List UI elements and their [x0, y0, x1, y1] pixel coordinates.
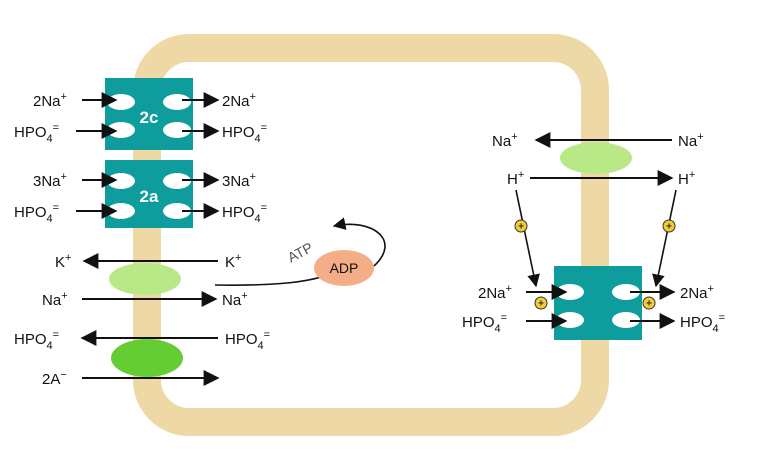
- pump-na-out-label: Na+: [222, 290, 248, 309]
- plus-circle-icon: +: [662, 219, 676, 233]
- plus-circle-icon: +: [534, 296, 548, 310]
- svg-text:+: +: [666, 222, 672, 233]
- right-right-label-2: HPO4=: [680, 312, 725, 335]
- t2a-left-in-2: HPO4=: [14, 202, 59, 225]
- cell-membrane: [133, 34, 609, 436]
- exchanger-na-right-label: Na+: [678, 131, 704, 150]
- transporter-2c: 2c: [105, 78, 193, 150]
- transporter-2c-label: 2c: [140, 108, 159, 127]
- na-k-pump: [109, 263, 181, 295]
- pump-k-in-label: K+: [225, 252, 241, 271]
- atp-label: ATP: [285, 239, 316, 265]
- transporter-2a-label: 2a: [140, 187, 159, 206]
- na-h-exchanger: [560, 142, 632, 174]
- anion-label: 2A−: [42, 369, 67, 388]
- t2c-left-in-2: HPO4=: [14, 122, 59, 145]
- t2c-right-out-2: HPO4=: [222, 122, 267, 145]
- anion-channel: [111, 339, 183, 377]
- adp-label: ADP: [330, 260, 359, 276]
- exchanger-na-left-label: Na+: [492, 131, 518, 150]
- right-right-label-1: 2Na+: [680, 283, 714, 302]
- pump-na-in-label: Na+: [42, 290, 68, 309]
- t2c-right-out-1: 2Na+: [222, 91, 256, 110]
- t2c-left-in-1: 2Na+: [33, 91, 67, 110]
- adp-bubble: [314, 250, 374, 286]
- hpo-channel-right-label: HPO4=: [225, 329, 270, 352]
- right-left-label-2: HPO4=: [462, 312, 507, 335]
- t2a-right-out-1: 3Na+: [222, 171, 256, 190]
- transporter-2a: 2a: [105, 160, 193, 228]
- exchanger-h-left-label: H+: [507, 169, 524, 188]
- atp-cycle-arrow-out: [332, 217, 386, 267]
- svg-text:+: +: [538, 299, 544, 310]
- plus-circle-icon: +: [514, 219, 528, 233]
- plus-circle-icon: +: [642, 296, 656, 310]
- exchanger-h-right-label: H+: [678, 169, 695, 188]
- transporter-right: [554, 266, 642, 340]
- t2a-right-out-2: HPO4=: [222, 202, 267, 225]
- pump-k-out-label: K+: [55, 252, 71, 271]
- hpo-channel-left-label: HPO4=: [14, 329, 59, 352]
- right-left-label-1: 2Na+: [478, 283, 512, 302]
- svg-text:+: +: [518, 222, 524, 233]
- svg-text:+: +: [646, 299, 652, 310]
- t2a-left-in-1: 3Na+: [33, 171, 67, 190]
